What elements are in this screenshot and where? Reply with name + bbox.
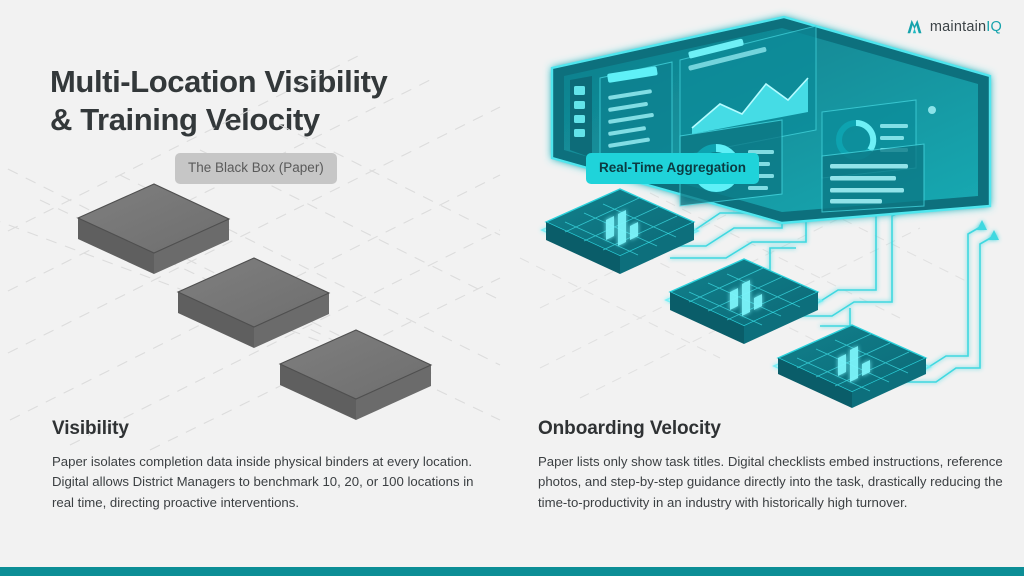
page-title-line-1: Multi-Location Visibility [50,63,388,99]
paper-slab-3 [278,329,433,420]
dashboard-text-card [821,143,925,213]
dashboard-sidebar [570,76,592,158]
digital-badge: Real-Time Aggregation [586,153,760,184]
location-node-1 [540,188,700,274]
digital-illustration-svg [519,15,999,408]
brand-name-accent: IQ [986,18,1002,35]
location-node-2 [664,258,824,344]
brand-wordmark: maintainIQ [930,19,1002,35]
footer-accent-bar [0,567,1024,576]
maintainiq-m-logo-icon [907,19,922,34]
page-title: Multi-Location Visibility & Training Vel… [50,63,520,139]
dashboard-list-card [599,61,673,161]
paper-slab-1 [76,183,231,274]
onboarding-block: Onboarding Velocity Paper lists only sho… [538,418,1003,513]
onboarding-heading: Onboarding Velocity [538,418,721,439]
onboarding-body: Paper lists only show task titles. Digit… [538,454,1003,510]
brand-name-primary: maintain [929,18,987,35]
paper-badge: The Black Box (Paper) [175,153,337,184]
visibility-heading: Visibility [52,418,129,439]
paper-illustration-svg [0,54,501,451]
page-title-line-2: & Training Velocity [50,101,320,137]
paper-slab-2 [176,257,331,348]
brand-logo: maintainIQ [905,17,1002,36]
digital-illustration [519,8,1015,408]
visibility-body: Paper isolates completion data inside ph… [52,454,474,510]
location-node-3 [772,324,932,408]
visibility-block: Visibility Paper isolates completion dat… [52,418,492,513]
paper-illustration [0,54,501,451]
isometric-grid [0,54,501,451]
dashboard-status-dot [928,106,936,114]
